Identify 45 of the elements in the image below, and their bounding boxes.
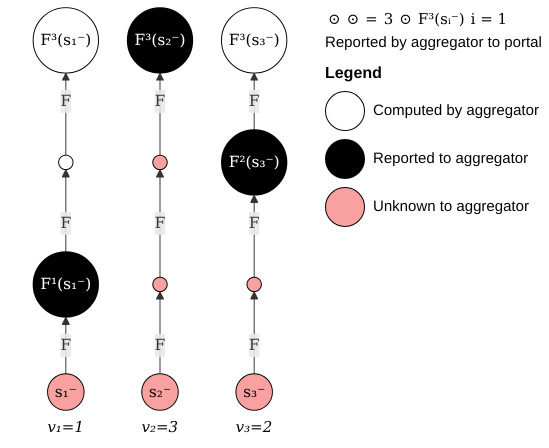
edge-label: F — [154, 212, 166, 235]
legend-text: Computed by aggregator — [373, 103, 539, 119]
circle-node: s₃⁻ — [235, 373, 273, 411]
circle-node — [152, 276, 168, 292]
edge-label: F — [248, 334, 260, 357]
value-label: v₂=3 — [142, 418, 178, 436]
edge-label: F — [248, 90, 260, 113]
arrow — [250, 194, 258, 278]
legend-text: Unknown to aggregator — [373, 199, 529, 215]
arrow — [62, 169, 70, 252]
note-text: Reported by aggregator to portal — [325, 34, 543, 51]
circle-node — [152, 154, 168, 170]
arrow — [62, 72, 70, 156]
math-symbol: ⊙ — [328, 10, 341, 28]
arrow — [156, 169, 164, 278]
legend-title: Legend — [325, 65, 383, 83]
math-symbol: 3 — [384, 10, 394, 28]
circle-node: s₂⁻ — [141, 373, 179, 411]
math-symbol: ⊙ — [399, 10, 412, 28]
circle-node: F³(s₂⁻) — [126, 7, 194, 74]
math-symbol: F³(sᵢ⁻) — [418, 10, 465, 28]
arrow — [62, 316, 70, 374]
circle-node: s₁⁻ — [47, 373, 85, 411]
math-symbol: ⊙ — [346, 10, 360, 28]
circle-node: F³(s₃⁻) — [221, 7, 288, 74]
edge-label: F — [248, 212, 260, 235]
circle-node: F¹(s₁⁻) — [32, 251, 99, 318]
edge-label: F — [60, 90, 72, 113]
value-label: v₃=2 — [236, 418, 272, 436]
arrow — [250, 72, 258, 130]
edge-label: F — [60, 334, 72, 357]
legend-text: Reported to aggregator — [373, 151, 528, 167]
circle-node — [58, 154, 74, 170]
math-symbol: = — [365, 10, 378, 28]
arrow — [250, 291, 258, 374]
edge-label: F — [154, 334, 166, 357]
arrow — [156, 291, 164, 374]
value-label: v₁=1 — [47, 418, 84, 436]
math-symbol: i = 1 — [470, 10, 508, 28]
edge-label: F — [154, 90, 166, 113]
circle-node — [246, 276, 262, 292]
circle-node: F³(s₁⁻) — [32, 7, 99, 74]
circle-node: F²(s₃⁻) — [221, 129, 288, 196]
arrow — [156, 72, 164, 156]
edge-label: F — [60, 212, 72, 235]
